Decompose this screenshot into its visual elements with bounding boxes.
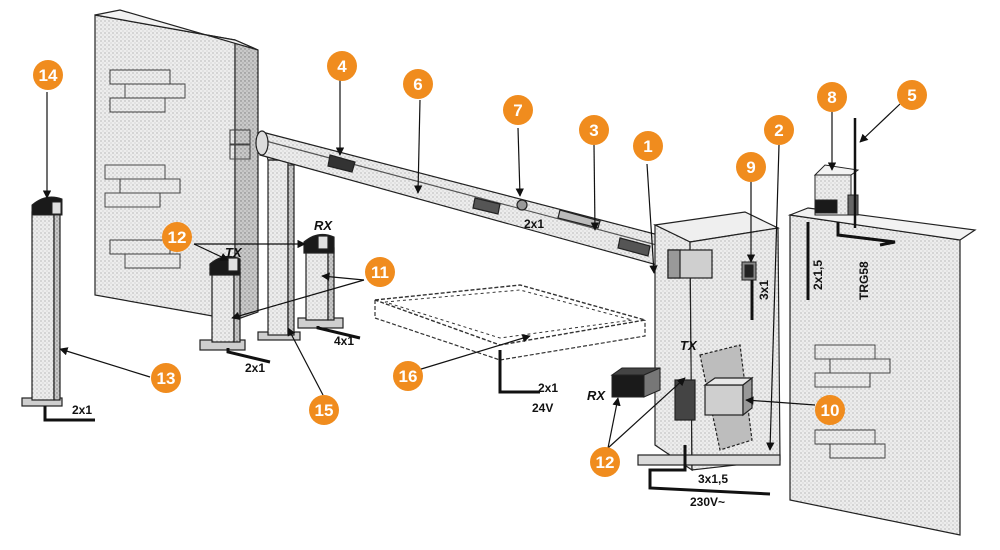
callout-16: 16: [393, 361, 423, 391]
callout-12b: 12: [590, 447, 620, 477]
callout-2: 2: [764, 115, 794, 145]
callout-circle: [327, 51, 357, 81]
rx-left-label: RX: [314, 218, 333, 233]
warning-lamp-9: [741, 261, 757, 281]
callout-number: 7: [513, 101, 522, 120]
callout-circle: [503, 95, 533, 125]
wire-label-main-cable: 3x1,5: [698, 472, 728, 486]
callout-number: 12: [168, 228, 187, 247]
rx-post: [297, 233, 344, 329]
callout-circle: [403, 69, 433, 99]
callout-circle: [151, 363, 181, 393]
rx-photocell-right: [610, 367, 661, 398]
callout-number: 9: [746, 158, 755, 177]
callout-number: 12: [596, 453, 615, 472]
callout-5: 5: [897, 80, 927, 110]
callout-number: 4: [337, 57, 347, 76]
photocell-14: [31, 196, 63, 216]
wire-label-loop-cable: 2x1: [538, 381, 558, 395]
callout-15: 15: [309, 395, 339, 425]
callout-number: 15: [315, 401, 334, 420]
callout-circle: [309, 395, 339, 425]
callout-circle: [393, 361, 423, 391]
callout-10: 10: [815, 395, 845, 425]
callout-14: 14: [33, 60, 63, 90]
device-labels: TX RX TX RX: [225, 218, 698, 403]
callout-number: 8: [827, 88, 836, 107]
tx-right-label: TX: [680, 338, 698, 353]
leader-lines: [42, 80, 901, 451]
wire-labels: 2x1 2x1 4x1 2x1 2x1 24V 3x1 2x1,5 TRG58 …: [72, 217, 871, 509]
callout-circle: [764, 115, 794, 145]
callout-13: 13: [151, 363, 181, 393]
wire-label-lamp: 3x1: [757, 280, 771, 300]
callout-number: 11: [371, 263, 389, 282]
wire-label-right-b: TRG58: [857, 261, 871, 300]
callout-circle: [817, 82, 847, 112]
callout-circle: [633, 131, 663, 161]
callout-3: 3: [579, 115, 609, 145]
callout-circle: [162, 222, 192, 252]
tx-post: [199, 255, 246, 351]
wire-label-beam: 2x1: [524, 217, 544, 231]
wire-label-post13: 2x1: [72, 403, 92, 417]
callout-number: 6: [413, 75, 422, 94]
flashing-light-8: [813, 164, 860, 216]
callout-circle: [590, 447, 620, 477]
callout-7: 7: [503, 95, 533, 125]
tx-left-label: TX: [225, 245, 243, 260]
column-post-13: [21, 211, 63, 407]
callout-number: 5: [907, 86, 916, 105]
control-unit-10: [703, 376, 754, 417]
callout-1: 1: [633, 131, 663, 161]
callout-number: 1: [643, 137, 652, 156]
callout-number: 14: [39, 66, 58, 85]
callout-9: 9: [736, 152, 766, 182]
wire-label-loop-voltage: 24V: [532, 401, 553, 415]
rx-right-label: RX: [587, 388, 606, 403]
right-wall: [787, 207, 977, 536]
callout-number: 3: [589, 121, 598, 140]
callout-4: 4: [327, 51, 357, 81]
wire-label-tx-post: 2x1: [245, 361, 265, 375]
barrier-cabinet: [637, 211, 781, 472]
callout-circle: [815, 395, 845, 425]
callout-circle: [579, 115, 609, 145]
callout-number: 13: [157, 369, 176, 388]
callout-11: 11: [365, 257, 395, 287]
callout-circle: [736, 152, 766, 182]
cable-runs: [43, 222, 896, 496]
callout-8: 8: [817, 82, 847, 112]
wire-label-right-a: 2x1,5: [811, 260, 825, 290]
callout-circle: [365, 257, 395, 287]
callout-circle: [33, 60, 63, 90]
callout-12a: 12: [162, 222, 192, 252]
callout-number: 16: [399, 367, 418, 386]
callout-circle: [897, 80, 927, 110]
callout-number: 2: [774, 121, 783, 140]
callout-number: 10: [821, 401, 840, 420]
callout-6: 6: [403, 69, 433, 99]
wire-label-main-voltage: 230V~: [690, 495, 725, 509]
wire-label-rx-post: 4x1: [334, 334, 354, 348]
induction-loop: [374, 284, 646, 361]
